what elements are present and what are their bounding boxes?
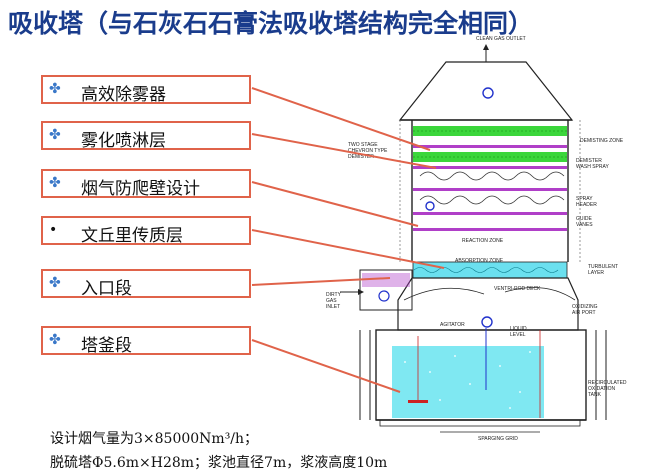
svg-text:SPRAY: SPRAY (576, 196, 593, 202)
label-anti-creep-wall: ✤ 烟气防爬壁设计 (41, 169, 251, 199)
svg-text:VENTRI-ROD DECK: VENTRI-ROD DECK (494, 286, 541, 292)
svg-text:AGITATOR: AGITATOR (440, 322, 465, 328)
label-tank-section: ✤ 塔釜段 (41, 326, 251, 356)
svg-text:LEVEL: LEVEL (510, 332, 526, 338)
svg-text:WASH SPRAY: WASH SPRAY (576, 164, 609, 170)
bullet-icon: ✤ (49, 127, 61, 143)
svg-text:RECIRCULATED: RECIRCULATED (588, 380, 627, 386)
svg-text:DEMISTING ZONE: DEMISTING ZONE (580, 138, 624, 144)
leader-4 (251, 229, 445, 269)
svg-text:HEADER: HEADER (576, 202, 597, 208)
bullet-icon: ✤ (49, 175, 61, 191)
leader-6 (251, 339, 401, 393)
wash-spray-pipe (413, 145, 567, 148)
svg-text:LIQUID: LIQUID (510, 326, 527, 332)
svg-text:ABSORPTION ZONE: ABSORPTION ZONE (455, 258, 504, 264)
svg-text:TWO STAGE: TWO STAGE (348, 142, 378, 148)
svg-text:DEMISTER: DEMISTER (576, 158, 602, 164)
label-demister: ✤ 高效除雾器 (41, 75, 251, 105)
label-venturi-layer: • 文丘里传质层 (41, 216, 251, 246)
spray-pattern-1 (419, 171, 565, 181)
spray-pattern-2 (419, 195, 565, 205)
svg-text:DIRTY: DIRTY (326, 292, 342, 298)
svg-text:LAYER: LAYER (588, 270, 604, 276)
svg-text:OXIDATION: OXIDATION (588, 386, 616, 392)
bullet-icon: • (49, 222, 58, 238)
svg-text:TURBULENT: TURBULENT (588, 264, 618, 270)
svg-text:DEMISTER: DEMISTER (348, 154, 374, 160)
manhole-3 (481, 316, 493, 328)
spray-pipe-2 (413, 188, 567, 191)
bullet-icon: ✤ (49, 332, 61, 348)
label-spray-layer: ✤ 雾化喷淋层 (41, 121, 251, 151)
leader-1 (251, 87, 431, 151)
label-clean: CLEAN GAS OUTLET (476, 36, 526, 42)
spray-pipe-4 (413, 228, 567, 231)
slurry-liquid (392, 346, 544, 418)
svg-text:VANES: VANES (576, 222, 593, 228)
spray-pipe-1 (413, 166, 567, 169)
label-inlet-section: ✤ 入口段 (41, 269, 251, 299)
manhole-2 (425, 201, 435, 211)
page-title: 吸收塔（与石灰石石膏法吸收塔结构完全相同） (8, 9, 534, 38)
svg-text:INLET: INLET (326, 304, 340, 310)
svg-text:GUIDE: GUIDE (576, 216, 593, 222)
mid-section (397, 277, 579, 331)
svg-text:TANK: TANK (588, 392, 602, 398)
svg-text:SPARGING GRID: SPARGING GRID (478, 436, 518, 442)
svg-text:REACTION ZONE: REACTION ZONE (462, 238, 504, 244)
footer-line-1: 设计烟气量为3×85000Nm³/h； (50, 431, 259, 447)
svg-text:OXIDIZING: OXIDIZING (572, 304, 598, 310)
bullet-icon: ✤ (49, 275, 61, 291)
leader-3 (251, 181, 419, 227)
svg-text:CHEVRON TYPE: CHEVRON TYPE (348, 148, 388, 154)
turbulent-layer (412, 261, 568, 279)
bullet-icon: ✤ (49, 81, 61, 97)
manhole-1 (482, 87, 494, 99)
footer-line-2: 脱硫塔Φ5.6m×H28m；浆池直径7m，浆液高度10m (50, 455, 388, 471)
leader-2 (251, 133, 437, 169)
svg-text:AIR PORT: AIR PORT (572, 310, 596, 316)
top-hood (398, 61, 574, 121)
spray-pipe-3 (413, 212, 567, 215)
leader-5 (251, 277, 391, 286)
svg-text:GAS: GAS (326, 298, 337, 304)
